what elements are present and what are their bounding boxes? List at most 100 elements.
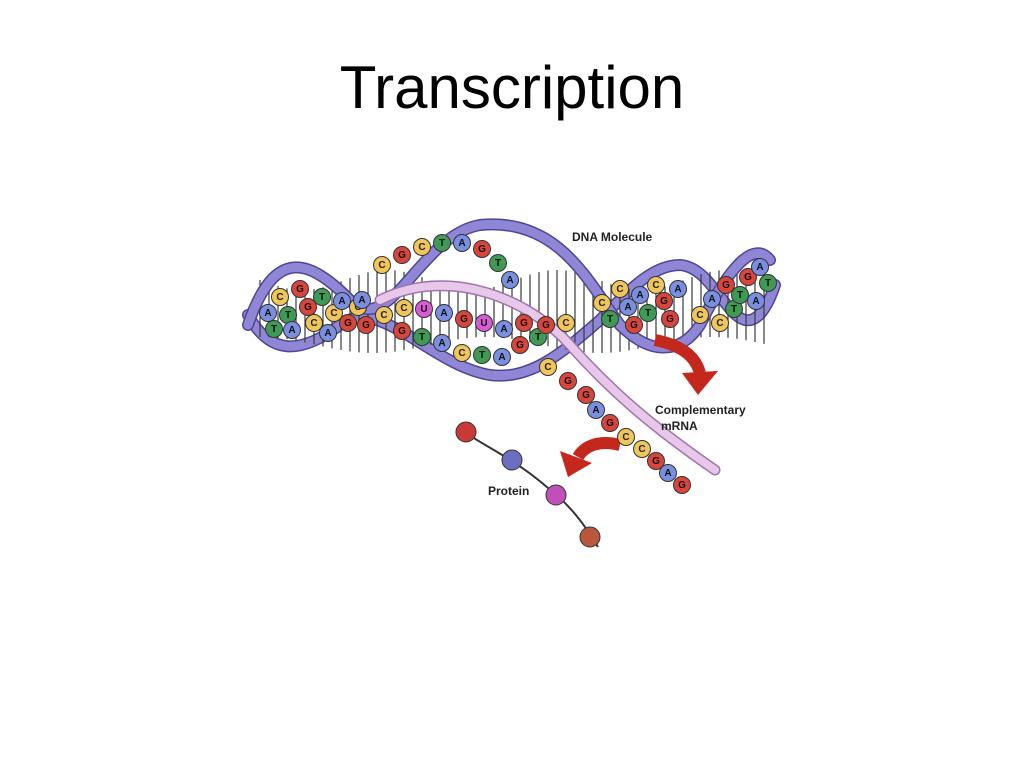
base-letter-C: C [696,310,703,321]
base-circle-A [703,290,721,308]
base-circle-T [601,310,619,328]
dna-strand-front [242,218,776,354]
base-circle-A [501,271,519,289]
base-letter-G: G [296,284,304,295]
mrna-base: C [539,358,557,376]
base-letter-A: A [636,290,643,301]
base-circle-G [661,310,679,328]
base-letter-C: C [544,362,551,373]
right-helix-base: A [751,258,769,276]
base-circle-C [373,256,391,274]
top-strand-base: T [433,234,451,252]
right-helix-base: C [647,276,665,294]
base-letter-A: A [674,284,681,295]
right-helix-base: A [619,298,637,316]
base-letter-U: U [420,304,427,315]
base-letter-A: A [664,468,671,479]
base-letter-T: T [645,308,651,319]
base-circle-A [495,320,513,338]
base-letter-G: G [666,314,674,325]
base-letter-C: C [652,280,659,291]
base-circle-T [313,288,331,306]
rna-bubble-base: G [537,316,555,334]
right-helix-base: C [593,294,611,312]
base-letter-G: G [460,314,468,325]
left-helix-base: A [333,292,351,310]
base-letter-C: C [622,432,629,443]
rna-bubble-base: A [435,304,453,322]
protein-label: Protein [488,484,529,498]
base-circle-C [611,280,629,298]
base-circle-G [601,414,619,432]
base-circle-A [751,258,769,276]
mrna-strand [374,280,721,476]
base-circle-A [669,280,687,298]
base-letter-C: C [638,444,645,455]
translation-arrow-head [560,451,592,477]
base-circle-G [393,322,411,340]
template-strand-base: C [375,306,393,324]
base-letter-A: A [500,324,507,335]
mrna-ribbon [374,280,721,476]
right-helix-base: G [739,268,757,286]
mrna-label: mRNA [661,419,698,433]
base-letter-G: G [344,318,352,329]
base-letter-C: C [330,308,337,319]
protein-residue-blue [501,449,523,471]
mrna-base: G [577,386,595,404]
base-circle-G [673,476,691,494]
rna-bubble-base: U [415,300,433,318]
base-letter-G: G [722,280,730,291]
base-letter-G: G [678,480,686,491]
base-circle-C [647,276,665,294]
base-circle-G [291,280,309,298]
base-circle-A [433,334,451,352]
base-circle-A [353,291,371,309]
base-circle-A [453,234,471,252]
base-circle-G [577,386,595,404]
mrna-base: C [633,440,651,458]
base-letter-T: T [479,350,485,361]
template-strand-base: A [493,348,511,366]
base-letter-A: A [708,294,715,305]
base-circle-A [493,348,511,366]
transcription-arrow-shaft [653,334,706,376]
dna-molecule-label: DNA Molecule [572,230,653,244]
protein-chain [455,421,601,548]
left-helix-base: G [291,280,309,298]
base-letter-C: C [458,348,465,359]
base-letter-G: G [304,302,312,313]
base-letter-A: A [264,308,271,319]
base-circle-T [759,274,777,292]
base-letter-T: T [495,258,501,269]
right-helix-base: T [731,286,749,304]
left-helix-base: A [259,304,277,322]
base-circle-A [587,401,605,419]
base-letter-A: A [358,295,365,306]
right-helix-base: A [669,280,687,298]
transcription-arrow-head [682,371,718,395]
base-circle-G [393,246,411,264]
template-strand-base: A [353,291,371,309]
rna-bubble-base: U [475,314,493,332]
base-letter-A: A [506,275,513,286]
mrna-base: C [617,428,635,446]
base-circle-A [659,464,677,482]
base-letter-A: A [458,238,465,249]
top-strand-base: A [453,234,471,252]
base-letter-C: C [598,298,605,309]
left-helix-base: G [339,314,357,332]
top-strand-base: C [373,256,391,274]
rna-bubble-base: G [455,310,473,328]
base-circle-A [435,304,453,322]
base-circle-C [453,344,471,362]
base-circle-U [415,300,433,318]
translation-arrow-shaft [572,437,622,461]
protein-residue-red [455,421,477,443]
base-letter-C: C [276,292,283,303]
base-letter-C: C [716,318,723,329]
right-helix-base: A [703,290,721,308]
base-letter-G: G [652,456,660,467]
base-letter-C: C [310,318,317,329]
base-circle-T [731,286,749,304]
